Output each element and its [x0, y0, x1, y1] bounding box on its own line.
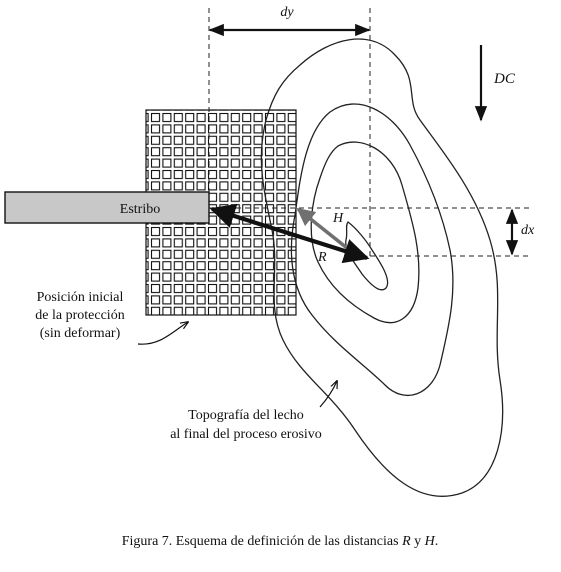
protection-annotation: Posición inicial de la protección (sin d… [35, 290, 188, 345]
protection-leader [137, 322, 188, 345]
topography-label-line2: al final del proceso erosivo [170, 427, 322, 442]
dx-label: dx [521, 223, 535, 238]
dy-label: dy [280, 5, 294, 20]
topography-label-line1: Topografía del lecho [188, 408, 304, 423]
protection-label-line1: Posición inicial [37, 290, 124, 305]
r-arrow: R [209, 203, 370, 265]
contour-3 [310, 141, 420, 324]
protection-label-line2: de la protección [35, 308, 124, 323]
abutment-label: Estribo [120, 202, 160, 217]
figure-caption: Figura 7. Esquema de definición de las d… [122, 534, 439, 549]
dashed-reference-lines [208, 8, 530, 260]
h-label: H [332, 211, 344, 226]
topography-annotation: Topografía del lecho al final del proces… [170, 381, 337, 442]
flow-direction: DC [474, 45, 516, 122]
dc-label: DC [493, 71, 516, 87]
abutment: Estribo [4, 191, 210, 224]
dy-dimension: dy [208, 5, 371, 37]
topography-leader [319, 381, 337, 408]
protection-label-line3: (sin deformar) [40, 326, 121, 341]
dx-dimension: dx [505, 208, 535, 256]
r-label: R [317, 250, 327, 265]
